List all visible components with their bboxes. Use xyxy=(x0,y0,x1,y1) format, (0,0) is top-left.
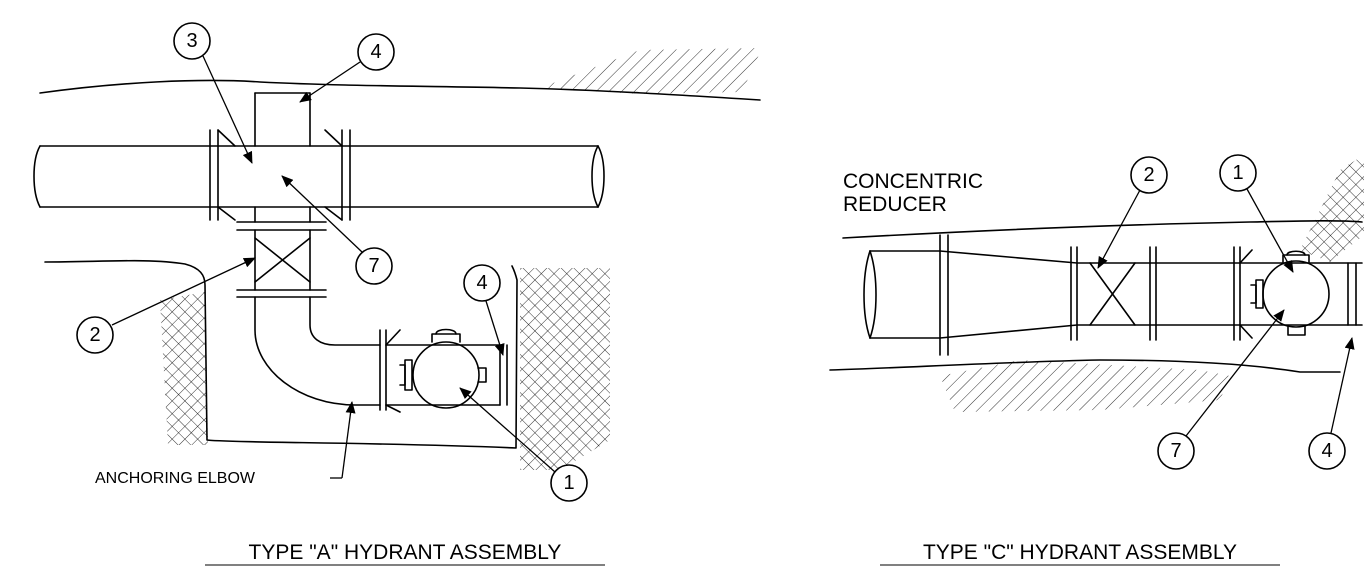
type-c-callout-7: 7 xyxy=(1157,432,1195,470)
type-c-gate-valve xyxy=(1070,246,1157,341)
type-a-hydrant xyxy=(379,328,508,413)
type-c-trench-bottom xyxy=(829,359,1341,373)
type-a-main-pipe xyxy=(33,145,605,208)
type-a-callout-3: 3 xyxy=(173,22,211,60)
svg-text:1: 1 xyxy=(563,472,574,494)
type-a-gate-valve xyxy=(236,206,327,298)
type-c-soil-hatching xyxy=(940,155,1364,412)
type-a-callout-7: 7 xyxy=(355,247,393,285)
type-a-leader-1 xyxy=(459,387,556,473)
type-c-leader-7 xyxy=(1185,309,1285,437)
svg-text:4: 4 xyxy=(1321,440,1332,462)
type-c-assembly: CONCENTRIC REDUCER 2 1 7 4 TYPE "C" HYDR… xyxy=(829,154,1364,566)
type-a-tee-flanges xyxy=(209,129,351,221)
type-a-leader-elbow xyxy=(341,401,356,479)
svg-text:4: 4 xyxy=(476,272,487,294)
type-a-assembly: 3 4 7 2 4 1 ANCHORING ELBOW xyxy=(33,22,762,566)
type-c-callout-4: 4 xyxy=(1308,432,1346,470)
type-a-leader-4-right xyxy=(485,300,505,356)
type-a-soil-hatching xyxy=(160,48,762,470)
type-a-leader-7 xyxy=(281,175,363,253)
type-c-callout-2: 2 xyxy=(1130,156,1168,194)
svg-text:3: 3 xyxy=(186,30,197,52)
svg-text:1: 1 xyxy=(1232,162,1243,184)
type-c-reducer-label-line2: REDUCER xyxy=(843,193,947,216)
type-c-trench-outline xyxy=(842,220,1363,239)
type-a-ground-line-top xyxy=(39,79,761,101)
type-a-leader-3 xyxy=(202,55,253,164)
type-a-leader-2 xyxy=(111,257,256,326)
type-a-trench-outline xyxy=(44,259,518,449)
svg-text:2: 2 xyxy=(89,324,100,346)
type-c-pipe xyxy=(863,234,1363,356)
type-a-callout-1: 1 xyxy=(550,464,588,502)
svg-text:2: 2 xyxy=(1143,164,1154,186)
type-c-callout-1: 1 xyxy=(1219,154,1257,192)
type-c-title: TYPE "C" HYDRANT ASSEMBLY xyxy=(923,541,1237,564)
type-a-callout-2: 2 xyxy=(76,316,114,354)
type-a-callout-4-top: 4 xyxy=(357,33,395,71)
type-c-hydrant xyxy=(1233,246,1357,341)
type-c-reducer-label-line1: CONCENTRIC xyxy=(843,170,983,193)
type-a-anchoring-elbow-label: ANCHORING ELBOW xyxy=(95,470,256,487)
type-c-leader-4 xyxy=(1330,337,1355,434)
type-a-callout-4-right: 4 xyxy=(463,264,501,302)
svg-text:7: 7 xyxy=(368,255,379,277)
type-a-leader-4-top xyxy=(299,61,361,103)
type-a-title: TYPE "A" HYDRANT ASSEMBLY xyxy=(249,541,562,564)
type-c-leader-2 xyxy=(1097,189,1141,269)
type-c-leader-1 xyxy=(1246,188,1294,273)
svg-text:4: 4 xyxy=(370,41,381,63)
svg-text:7: 7 xyxy=(1170,440,1181,462)
type-a-anchoring-elbow xyxy=(254,296,381,406)
